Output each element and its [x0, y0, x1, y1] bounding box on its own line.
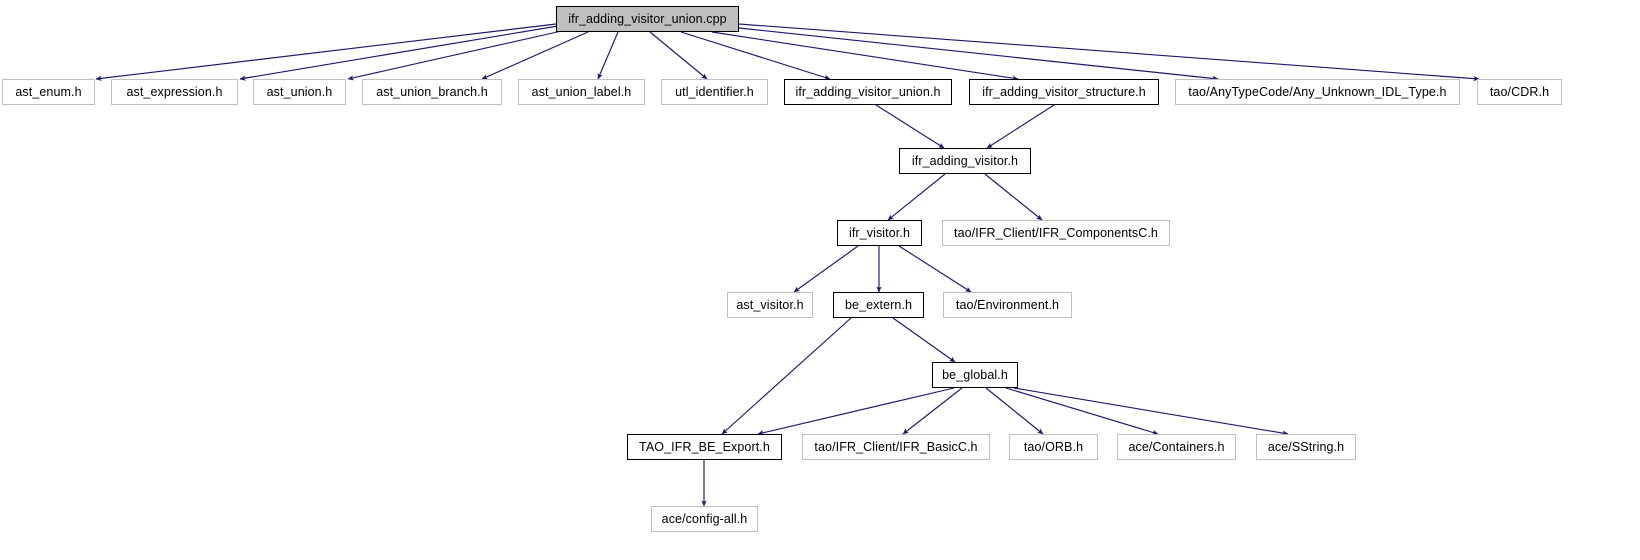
graph-node-label: ast_visitor.h [736, 297, 804, 312]
graph-edge [649, 31, 708, 80]
graph-edge [887, 173, 946, 221]
graph-node-n5[interactable]: ast_union_label.h [518, 79, 645, 105]
graph-node-label: ast_union_label.h [531, 84, 632, 99]
graph-node-n20[interactable]: tao/ORB.h [1009, 434, 1098, 460]
graph-node-label: ast_enum.h [15, 84, 82, 99]
graph-node-label: TAO_IFR_BE_Export.h [639, 439, 770, 454]
graph-node-label: tao/AnyTypeCode/Any_Unknown_IDL_Type.h [1188, 84, 1447, 99]
graph-node-label: be_global.h [942, 367, 1008, 382]
graph-node-n22[interactable]: ace/SString.h [1256, 434, 1356, 460]
graph-node-label: tao/CDR.h [1489, 84, 1550, 99]
graph-edge [347, 29, 567, 81]
graph-edge [875, 104, 945, 149]
graph-node-n14[interactable]: ast_visitor.h [727, 292, 813, 318]
graph-node-label: ifr_adding_visitor_union.cpp [568, 11, 727, 26]
graph-node-n9[interactable]: tao/AnyTypeCode/Any_Unknown_IDL_Type.h [1175, 79, 1460, 105]
graph-node-n2[interactable]: ast_expression.h [111, 79, 238, 105]
graph-edge [239, 25, 559, 81]
graph-node-label: ace/config-all.h [661, 511, 748, 526]
graph-node-n0[interactable]: ifr_adding_visitor_union.cpp [556, 6, 739, 32]
graph-edge [597, 31, 619, 80]
graph-edge [721, 317, 852, 435]
graph-edge [1005, 387, 1159, 435]
graph-node-label: ast_union_branch.h [376, 84, 488, 99]
graph-node-n10[interactable]: tao/CDR.h [1477, 79, 1562, 105]
graph-node-label: ast_expression.h [126, 84, 223, 99]
graph-node-n4[interactable]: ast_union_branch.h [362, 79, 502, 105]
graph-node-n7[interactable]: ifr_adding_visitor_union.h [784, 79, 952, 105]
graph-node-label: ace/SString.h [1267, 439, 1345, 454]
graph-node-label: ace/Containers.h [1128, 439, 1225, 454]
graph-node-label: ast_union.h [266, 84, 333, 99]
graph-node-n19[interactable]: tao/IFR_Client/IFR_BasicC.h [802, 434, 990, 460]
graph-node-label: ifr_adding_visitor.h [911, 153, 1019, 168]
graph-node-label: ifr_adding_visitor_union.h [795, 84, 941, 99]
graph-edge [738, 23, 1480, 82]
graph-edge [898, 245, 972, 293]
graph-edge [738, 27, 1219, 82]
graph-edge [95, 23, 557, 81]
graph-node-label: tao/ORB.h [1023, 439, 1084, 454]
graph-node-n23[interactable]: ace/config-all.h [651, 506, 758, 532]
graph-node-label: ifr_adding_visitor_structure.h [982, 84, 1146, 99]
graph-edge [984, 173, 1043, 221]
graph-node-label: utl_identifier.h [675, 84, 754, 99]
graph-node-n18[interactable]: TAO_IFR_BE_Export.h [627, 434, 782, 460]
graph-edge [793, 245, 859, 293]
graph-node-n17[interactable]: be_global.h [932, 362, 1018, 388]
graph-edge [757, 387, 955, 436]
graph-node-label: tao/IFR_Client/IFR_ComponentsC.h [954, 225, 1158, 240]
graph-node-label: be_extern.h [844, 297, 913, 312]
graph-edge [902, 387, 963, 435]
graph-node-n6[interactable]: utl_identifier.h [661, 79, 768, 105]
graph-edge [680, 31, 831, 80]
graph-edge [481, 31, 589, 80]
graph-node-n12[interactable]: ifr_visitor.h [837, 220, 922, 246]
graph-node-label: tao/IFR_Client/IFR_BasicC.h [814, 439, 978, 454]
graph-node-n3[interactable]: ast_union.h [253, 79, 346, 105]
graph-node-n15[interactable]: be_extern.h [833, 292, 924, 318]
graph-edge [711, 31, 1019, 81]
graph-node-n11[interactable]: ifr_adding_visitor.h [899, 148, 1031, 174]
graph-edge [892, 317, 956, 363]
graph-edge [986, 104, 1055, 149]
graph-node-n8[interactable]: ifr_adding_visitor_structure.h [969, 79, 1159, 105]
graph-node-label: tao/Environment.h [955, 297, 1060, 312]
graph-edge [1013, 387, 1289, 436]
graph-node-n1[interactable]: ast_enum.h [2, 79, 95, 105]
graph-edge [985, 387, 1044, 435]
graph-node-n13[interactable]: tao/IFR_Client/IFR_ComponentsC.h [942, 220, 1170, 246]
graph-node-label: ifr_visitor.h [848, 225, 911, 240]
graph-node-n21[interactable]: ace/Containers.h [1117, 434, 1236, 460]
graph-node-n16[interactable]: tao/Environment.h [943, 292, 1072, 318]
